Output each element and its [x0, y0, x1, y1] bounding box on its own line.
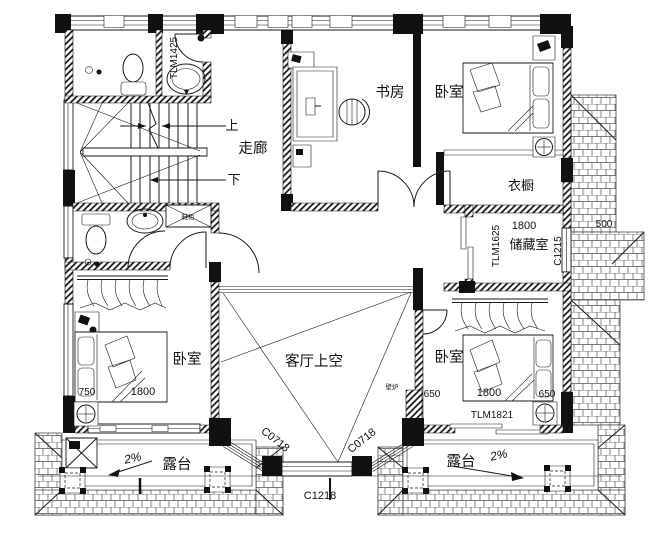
dim-storage-1800: 1800 [512, 220, 536, 232]
flue-box [66, 438, 97, 468]
dim-bed-right-650a: 650 [424, 389, 441, 400]
label-terrace-right: 露台 [447, 453, 476, 470]
label-slope-right: 2% [488, 446, 509, 464]
terrace-left [35, 433, 283, 515]
label-corridor: 走廊 [239, 140, 268, 157]
label-storage: 储藏室 [509, 237, 548, 252]
bathroom-top [86, 34, 206, 96]
label-study: 书房 [376, 84, 405, 101]
dim-bed-left-1800: 1800 [131, 386, 155, 398]
staircase [77, 103, 226, 203]
label-fireplace: 壁炉 [386, 382, 400, 391]
roof-right-side [571, 95, 644, 425]
desk-chair [339, 99, 370, 125]
label-window-c0718-right: C0718 [346, 426, 379, 455]
label-terrace-left: 露台 [163, 456, 192, 473]
terrace-right [378, 425, 625, 515]
dim-roof-500: 500 [596, 219, 613, 230]
study-furniture [288, 52, 370, 167]
label-slope-left: 2% [122, 449, 143, 467]
label-stairs-down: 下 [227, 172, 240, 187]
exterior-walls [55, 14, 573, 434]
void-markings [221, 292, 411, 462]
bedside-stool [533, 402, 557, 425]
label-door-tlm1821: TLM1821 [471, 410, 514, 421]
label-bedroom-top-right: 卧室 [435, 84, 464, 101]
terrace-column [544, 465, 571, 492]
label-stairs-up: 上 [225, 118, 238, 133]
terrace-column [204, 466, 231, 493]
dim-bed-left-750: 750 [79, 387, 96, 398]
label-living-void: 客厅上空 [285, 353, 343, 370]
label-door-tlm1425: TLM1425 [169, 36, 180, 79]
bedroom-right-furniture [406, 299, 557, 425]
labels: 走廊 上 下 书房 卧室 衣橱 储藏室 1800 TLM1625 C1215 5… [79, 36, 613, 502]
bay-window [209, 418, 424, 500]
label-wardrobe: 衣橱 [508, 178, 534, 193]
doors [128, 34, 450, 334]
bedside-stool [533, 137, 555, 157]
terrace-column [402, 467, 429, 494]
terrace-column [59, 467, 86, 494]
label-shoe-cabinet: 鞋柜 [182, 212, 196, 221]
label-bedroom-right: 卧室 [435, 349, 464, 366]
dim-bed-right-650b: 650 [539, 389, 556, 400]
bedroom-top-right-furniture [463, 36, 555, 157]
dim-bed-right-1800: 1800 [477, 387, 501, 399]
bedroom-left-furniture [74, 276, 168, 426]
label-window-c1215: C1215 [553, 236, 564, 266]
bathroom-lower [82, 205, 211, 267]
slope-arrow-right [452, 466, 524, 481]
slope-arrow-left [108, 461, 152, 477]
label-bedroom-left: 卧室 [173, 351, 202, 368]
label-window-c1218: C1218 [304, 490, 336, 502]
bedside-stool [74, 402, 98, 426]
shoe-cabinet [166, 205, 211, 227]
label-door-tlm1625: TLM1625 [491, 224, 502, 267]
